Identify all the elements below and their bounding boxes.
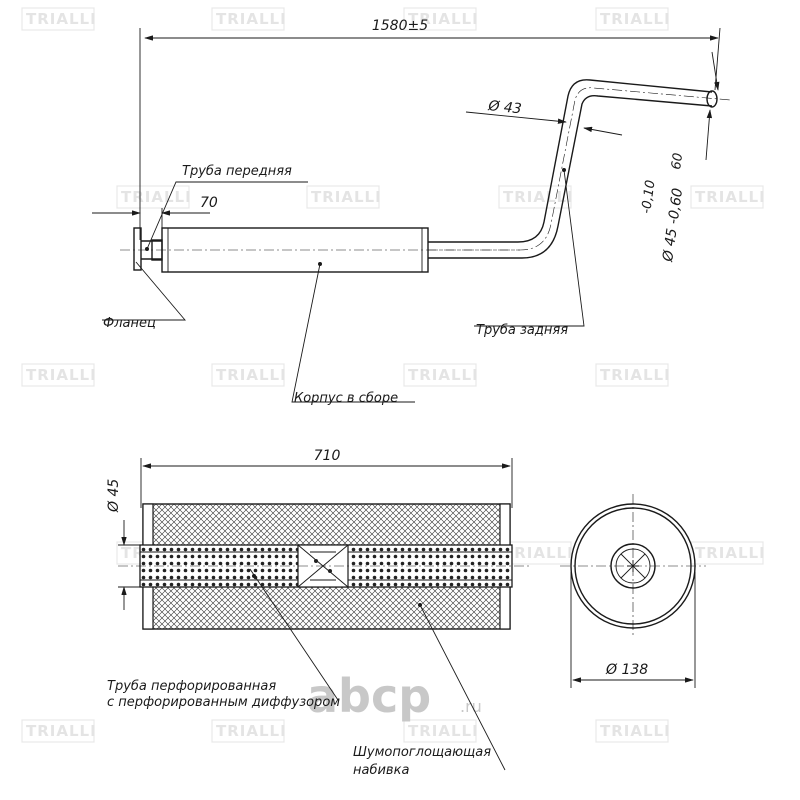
- front-pipe-label: Труба передняя: [182, 164, 292, 179]
- watermark-grid: TRIALLI TRIALLI TRIALLI TRIALLI TRIALLI TRIAL…: [21, 7, 766, 743]
- outlet-length-label: 60: [669, 152, 686, 170]
- body-label: Корпус в сборе: [294, 391, 398, 406]
- watermark-frame: [211, 363, 285, 387]
- watermark-frame: [595, 7, 669, 31]
- body-diameter-label: Ø 138: [605, 662, 648, 678]
- watermark-frame: [690, 185, 764, 209]
- watermark-frame: [21, 719, 95, 743]
- extension-line-right: [714, 27, 721, 91]
- filling-leader: [419, 604, 506, 771]
- watermark-brand: TRIALLI: [408, 366, 479, 384]
- site-logo-suffix: .ru: [460, 697, 482, 716]
- watermark-frame: [403, 719, 477, 743]
- perforated-label-line1: Труба перфорированная: [107, 679, 276, 694]
- watermark-frame: [21, 7, 95, 31]
- watermark-frame: [21, 363, 95, 387]
- watermark-frame: [306, 185, 380, 209]
- overall-length-label: 1580±5: [372, 18, 428, 34]
- watermark-brand: TRIALLI: [600, 366, 671, 384]
- watermark-frame: [211, 7, 285, 31]
- body-leader-dot: [318, 262, 322, 266]
- site-logo: abcp .ru: [307, 669, 482, 723]
- rear-pipe-outlet: [706, 90, 718, 108]
- front-pipe-leader: [146, 181, 308, 250]
- watermark-brand: TRIALLI: [216, 366, 287, 384]
- rear-pipe-lower-edge: [428, 94, 713, 259]
- flange-leader: [102, 261, 186, 321]
- watermark-frame: [498, 185, 572, 209]
- rear-pipe-leader-dot: [562, 168, 566, 172]
- bend-diameter-arrow-out: [583, 126, 623, 136]
- filling-leader-dot: [418, 603, 422, 607]
- pipe-diameter-label: Ø 45: [106, 479, 122, 513]
- watermark-brand: TRIALLI: [695, 544, 766, 562]
- watermark-brand: TRIALLI: [503, 544, 574, 562]
- outlet-tolerance-label: -0,10: [639, 179, 659, 214]
- body-leader: [291, 263, 415, 403]
- watermark-brand: TRIALLI: [216, 722, 287, 740]
- front-pipe-leader-dot: [145, 247, 149, 251]
- watermark-frame: [403, 363, 477, 387]
- flange: [133, 227, 142, 271]
- section-length-label: 710: [314, 448, 341, 464]
- watermark-brand: TRIALLI: [26, 722, 97, 740]
- diffuser-hole: [328, 569, 332, 573]
- perforated-pipe-leader: [249, 568, 339, 701]
- watermark-frame: [595, 719, 669, 743]
- watermark-frame: [211, 719, 285, 743]
- watermark-brand: TRIALLI: [600, 722, 671, 740]
- watermark-brand: TRIALLI: [600, 10, 671, 28]
- watermark-brand: TRIALLI: [121, 188, 192, 206]
- bend-diameter-label: Ø 43: [487, 98, 523, 117]
- filling-label-line2: набивка: [353, 763, 409, 778]
- watermark-frame: [595, 363, 669, 387]
- watermark-brand: TRIALLI: [216, 10, 287, 28]
- diffuser-hole: [314, 559, 318, 563]
- rear-pipe-leader: [474, 169, 585, 327]
- perforated-label-line2: с перфорированным диффузором: [107, 695, 340, 710]
- front-offset-label: 70: [200, 195, 218, 211]
- watermark-brand: TRIALLI: [408, 722, 479, 740]
- watermark-brand: TRIALLI: [695, 188, 766, 206]
- outlet-diameter-label: Ø 45 -0,60: [660, 187, 686, 264]
- rear-pipe-label: Труба задняя: [476, 323, 568, 338]
- rear-pipe-upper-edge: [428, 79, 713, 243]
- rear-pipe-center-line: [428, 87, 731, 251]
- watermark-frame: [403, 7, 477, 31]
- outlet-diameter-arrow: [711, 51, 720, 91]
- site-logo-text: abcp: [307, 669, 431, 723]
- watermark-brand: TRIALLI: [26, 10, 97, 28]
- bend-diameter-arrow-in: [465, 111, 567, 124]
- watermark-frame: [116, 185, 190, 209]
- watermark-frame: [690, 541, 764, 565]
- flange-label: Фланец: [103, 316, 156, 331]
- watermark-brand: TRIALLI: [503, 188, 574, 206]
- watermark-brand: TRIALLI: [408, 10, 479, 28]
- assembly-view: 1580±5 70 Труба передняя Фланец Корпус: [92, 18, 731, 406]
- perforated-pipe-leader-dot: [252, 574, 256, 578]
- section-view: 710 Ø 45 Ø 138: [106, 448, 706, 778]
- filling-label-line1: Шумопоглощающая: [353, 745, 491, 760]
- outlet-diameter-arrow-lower: [705, 109, 713, 161]
- watermark-brand: TRIALLI: [26, 366, 97, 384]
- watermark-brand: TRIALLI: [311, 188, 382, 206]
